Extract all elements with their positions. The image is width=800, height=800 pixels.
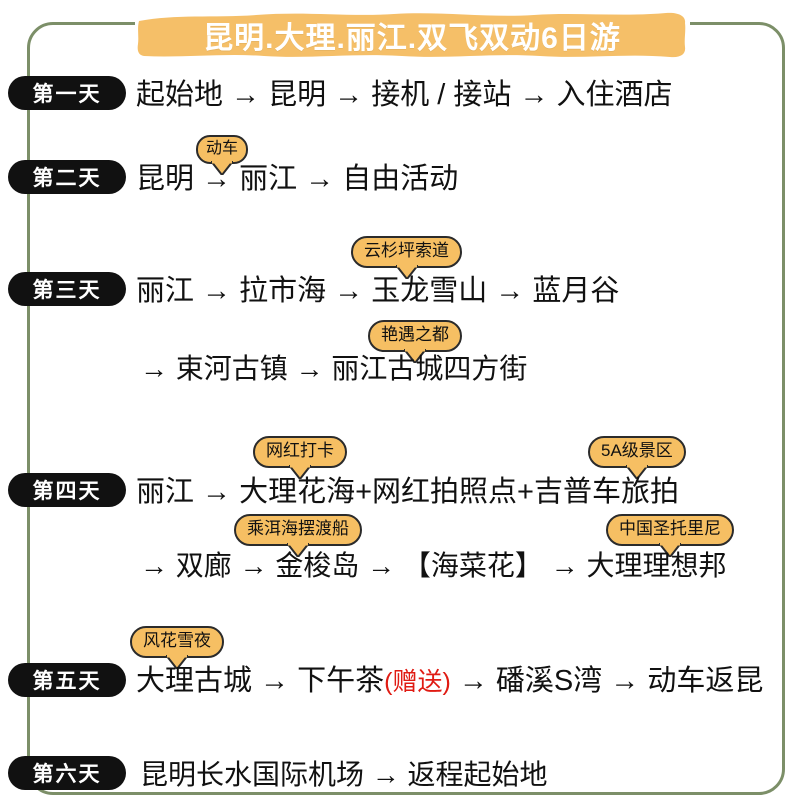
tag-bubble-label: 风花雪夜 xyxy=(143,631,211,650)
day-badge: 第三天 xyxy=(8,272,126,306)
tag-bubble-label: 5A级景区 xyxy=(601,441,673,460)
tag-bubble-label: 云杉坪索道 xyxy=(364,241,449,260)
day-line-text-cont: → 磻溪S湾 → 动车返昆 xyxy=(450,665,764,697)
day-line-text: 大理古城 → 下午茶 xyxy=(136,665,385,697)
tag-bubble-label: 动车 xyxy=(206,140,239,157)
day-line: 大理古城 → 下午茶(赠送) → 磻溪S湾 → 动车返昆 xyxy=(136,667,763,696)
bubble-tail-icon xyxy=(404,348,426,363)
tag-bubble-label: 艳遇之都 xyxy=(381,325,449,344)
day-badge: 第六天 xyxy=(8,756,126,790)
bubble-tail-icon xyxy=(625,464,648,479)
tag-bubble: 中国圣托里尼 xyxy=(606,514,734,557)
day-line: 丽江 → 拉市海 → 玉龙雪山 → 蓝月谷 xyxy=(136,275,620,307)
day-line: 起始地 → 昆明 → 接机 / 接站 → 入住酒店 xyxy=(136,79,673,111)
tag-bubble-label: 乘洱海摆渡船 xyxy=(247,519,349,538)
day-line: 昆明 → 丽江 → 自由活动 xyxy=(136,163,459,195)
banner-brush-shape xyxy=(137,12,686,58)
tag-bubble: 5A级景区 xyxy=(588,436,686,479)
tag-bubble: 网红打卡 xyxy=(253,436,347,479)
tag-bubble: 风花雪夜 xyxy=(130,626,224,669)
tag-bubble: 艳遇之都 xyxy=(368,320,462,363)
bubble-tail-icon xyxy=(395,264,418,279)
day-line: 昆明长水国际机场 → 返程起始地 xyxy=(140,759,548,790)
day-badge: 第四天 xyxy=(8,473,126,507)
poster-title: 昆明.大理.丽江.双飞双动6日游 xyxy=(203,22,621,55)
gift-note: (赠送) xyxy=(384,668,451,696)
tag-bubble-label: 中国圣托里尼 xyxy=(619,519,721,538)
tag-bubble: 动车 xyxy=(196,135,249,175)
bubble-tail-icon xyxy=(659,542,681,557)
title-banner: 昆明.大理.丽江.双飞双动6日游 xyxy=(136,9,688,61)
bubble-tail-icon xyxy=(211,160,233,175)
day-line: → 束河古镇 → 丽江古城四方街 xyxy=(140,353,528,384)
day-line: → 双廊 → 金梭岛 → 【海菜花】 → 大理理想邦 xyxy=(140,550,727,581)
day-line: 丽江 → 大理花海+网红拍照点+吉普车旅拍 xyxy=(136,476,679,508)
bubble-tail-icon xyxy=(287,542,309,557)
day-badge: 第五天 xyxy=(8,663,126,697)
bubble-tail-icon xyxy=(166,654,188,669)
tag-bubble-label: 网红打卡 xyxy=(266,441,334,460)
bubble-tail-icon xyxy=(289,464,311,479)
tag-bubble: 乘洱海摆渡船 xyxy=(234,514,362,557)
tag-bubble: 云杉坪索道 xyxy=(351,236,462,279)
day-badge: 第二天 xyxy=(8,160,126,194)
day-badge: 第一天 xyxy=(8,76,126,110)
